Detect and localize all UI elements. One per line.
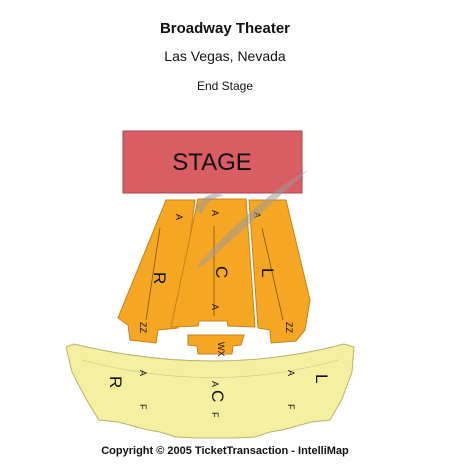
aisle-divider xyxy=(145,227,161,321)
venue-title: Broadway Theater xyxy=(159,20,291,37)
orchestra-right-first-row: A xyxy=(174,214,184,220)
orchestra-center-last-row: A xyxy=(210,304,220,310)
balcony-left-first-row: A xyxy=(286,370,296,376)
orchestra-center-first-row: A xyxy=(210,210,220,216)
orchestra-right-last-row: ZZ xyxy=(138,322,148,333)
balcony-center-first-row: A xyxy=(210,381,220,387)
orchestra-left-block[interactable] xyxy=(248,199,311,344)
balcony-inner-edge xyxy=(81,359,339,378)
balcony-section[interactable]: R A F C A F L A F xyxy=(65,343,355,439)
orchestra-rear-wx-block[interactable] xyxy=(187,334,245,355)
watermark-logo xyxy=(196,170,308,268)
orchestra-center-label: C xyxy=(212,266,231,278)
balcony-block[interactable] xyxy=(65,343,355,439)
venue-location: Las Vegas, Nevada xyxy=(164,48,286,64)
orchestra-rear-label: WX xyxy=(216,342,226,357)
balcony-left-label: L xyxy=(312,374,331,383)
stage-configuration: End Stage xyxy=(196,79,254,93)
balcony-right-label: R xyxy=(106,376,125,388)
orchestra-left-last-row: ZZ xyxy=(284,322,294,333)
stage-label: STAGE xyxy=(172,149,252,176)
balcony-right-last-row: F xyxy=(138,404,148,410)
balcony-center-label: C xyxy=(208,390,227,402)
orchestra-right-label: R xyxy=(150,272,169,284)
aisle-divider xyxy=(261,227,284,321)
orchestra-section[interactable]: R A ZZ C A A L A ZZ WX xyxy=(117,198,311,357)
orchestra-left-label: L xyxy=(258,268,277,277)
copyright-notice: Copyright © 2005 TicketTransaction - Int… xyxy=(101,445,349,457)
stage[interactable] xyxy=(122,130,303,194)
balcony-right-first-row: A xyxy=(138,370,148,376)
balcony-center-last-row: F xyxy=(210,412,220,418)
balcony-left-last-row: F xyxy=(286,404,296,410)
